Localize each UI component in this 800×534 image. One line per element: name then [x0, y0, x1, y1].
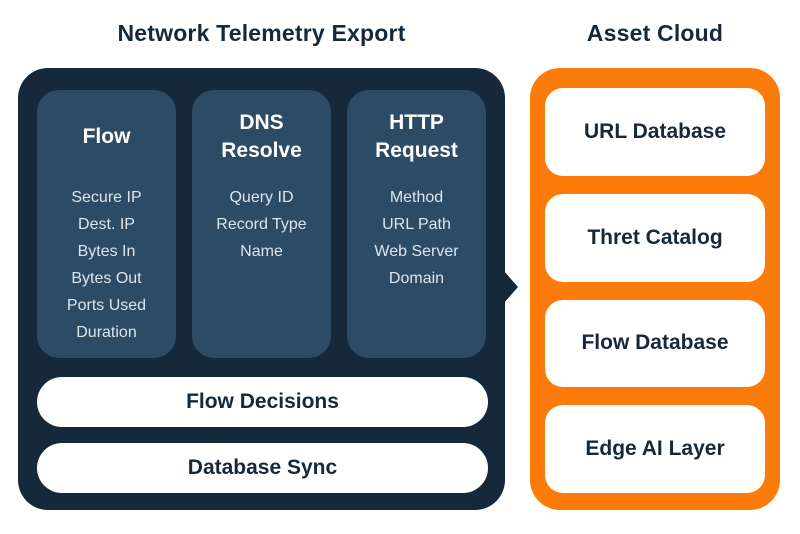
telemetry-field: Ports Used	[66, 297, 147, 314]
network-telemetry-panel: Flow Secure IP Dest. IP Bytes In Bytes O…	[18, 68, 518, 510]
telemetry-column-title: DNS Resolve	[221, 111, 302, 162]
telemetry-bars: Flow Decisions Database Sync	[37, 377, 488, 493]
telemetry-column: Flow Secure IP Dest. IP Bytes In Bytes O…	[37, 90, 176, 358]
telemetry-columns: Flow Secure IP Dest. IP Bytes In Bytes O…	[37, 90, 486, 358]
telemetry-column: HTTP Request Method URL Path Web Server …	[347, 90, 486, 358]
telemetry-field: Bytes In	[77, 243, 136, 260]
telemetry-field: Duration	[76, 324, 137, 341]
asset-cloud-panel: URL Database Thret Catalog Flow Database…	[530, 68, 780, 510]
asset-cloud-box: Flow Database	[545, 299, 765, 388]
telemetry-field: Method	[389, 189, 444, 206]
telemetry-bar: Flow Decisions	[37, 377, 488, 427]
telemetry-field: Bytes Out	[71, 270, 142, 287]
telemetry-column-items: Method URL Path Web Server Domain	[347, 184, 486, 292]
left-panel-title: Network Telemetry Export	[117, 20, 406, 46]
asset-cloud-box: Thret Catalog	[545, 193, 765, 282]
telemetry-field: Query ID	[229, 189, 294, 206]
telemetry-field: Web Server Domain	[374, 243, 459, 287]
telemetry-field: URL Path	[382, 216, 451, 233]
telemetry-field: Record Type	[216, 216, 307, 233]
telemetry-column: DNS Resolve Query ID Record Type Name	[192, 90, 331, 358]
telemetry-bar: Database Sync	[37, 443, 488, 493]
asset-cloud-box: URL Database	[545, 88, 765, 176]
telemetry-field: Name	[240, 243, 283, 260]
telemetry-column-items: Secure IP Dest. IP Bytes In Bytes Out Po…	[37, 184, 176, 346]
telemetry-field: Dest. IP	[78, 216, 135, 233]
telemetry-field: Secure IP	[71, 189, 142, 206]
connector-arrow-icon	[504, 271, 518, 303]
telemetry-column-items: Query ID Record Type Name	[192, 184, 331, 265]
telemetry-column-title: HTTP Request	[375, 111, 458, 162]
right-panel-title: Asset Cloud	[586, 20, 724, 46]
telemetry-column-title: Flow	[82, 125, 131, 148]
asset-cloud-box: Edge AI Layer	[545, 405, 765, 493]
